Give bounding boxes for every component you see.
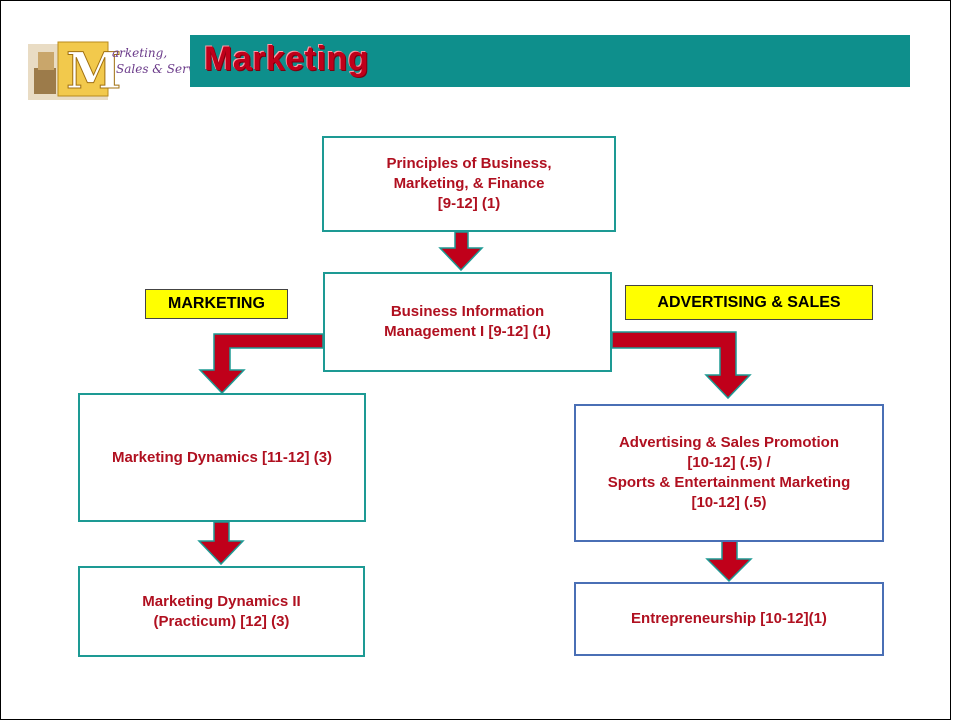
logo-text-line1: arketing, — [112, 46, 168, 60]
logo-letter: M — [66, 41, 121, 100]
node-marketing-dynamics-ii-text: Marketing Dynamics II (Practicum) [12] (… — [142, 592, 301, 630]
arrow-bim-to-advertising — [611, 331, 752, 400]
label-marketing: MARKETING — [145, 289, 288, 319]
node-marketing-dynamics-text: Marketing Dynamics [11-12] (3) — [111, 448, 333, 466]
node-marketing-dynamics-ii: Marketing Dynamics II (Practicum) [12] (… — [78, 566, 365, 657]
node-business-information-management: Business Information Management I [9-12]… — [323, 272, 612, 372]
node-entrepreneurship: Entrepreneurship [10-12](1) — [574, 582, 884, 656]
title-bar: Marketing — [190, 35, 910, 87]
arrow-dynamics-to-dynamics2 — [197, 521, 245, 566]
logo-text-line2: Sales & Service — [116, 62, 213, 76]
arrow-bim-to-marketing-dynamics — [198, 333, 324, 395]
arrow-principles-to-bim — [438, 231, 484, 272]
node-principles-text: Principles of Business, Marketing, & Fin… — [386, 155, 552, 212]
node-entrepreneurship-text: Entrepreneurship [10-12](1) — [631, 610, 827, 627]
arrow-advertising-to-entrepreneurship — [705, 540, 753, 583]
marketing-sales-service-logo: M arketing, Sales & Service — [28, 38, 212, 101]
node-marketing-dynamics: Marketing Dynamics [11-12] (3) — [78, 393, 366, 522]
node-advertising-sales-promotion: Advertising & Sales Promotion [10-12] (.… — [574, 404, 884, 542]
page-title: Marketing — [204, 40, 370, 78]
logo-graphic: M — [28, 41, 122, 101]
node-principles: Principles of Business, Marketing, & Fin… — [322, 136, 616, 232]
label-advertising-sales: ADVERTISING & SALES — [625, 285, 873, 320]
node-advertising-text: Advertising & Sales Promotion [10-12] (.… — [607, 434, 851, 511]
node-bim-text: Business Information Management I [9-12]… — [384, 303, 551, 340]
